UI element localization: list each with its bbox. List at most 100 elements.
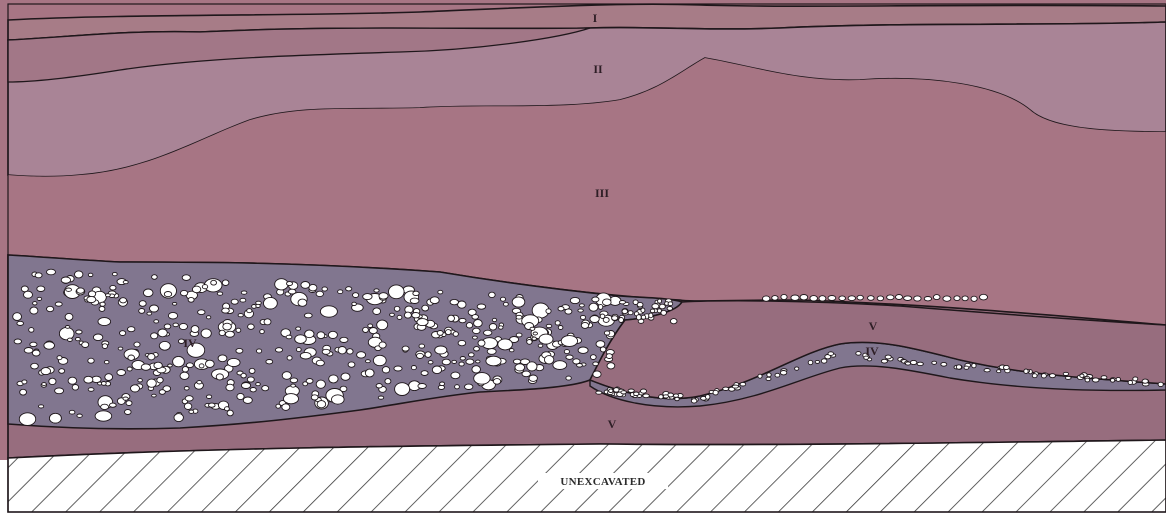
gravel-stone [250, 388, 256, 392]
gravel-stone [41, 368, 51, 375]
gravel-stone [75, 271, 83, 278]
gravel-stone [14, 339, 21, 344]
gravel-stone [357, 352, 366, 358]
gravel-stone [157, 377, 163, 383]
gravel-stone [600, 314, 605, 318]
gravel-stone [607, 363, 615, 369]
gravel-stone [217, 292, 222, 295]
gravel-stone [417, 319, 428, 326]
gravel-stone [240, 298, 246, 302]
gravel-stone [943, 296, 951, 301]
gravel-stone [68, 377, 77, 384]
gravel-stone [473, 328, 481, 333]
gravel-stone [640, 389, 646, 393]
gravel-stone [128, 327, 135, 332]
gravel-stone [421, 371, 428, 376]
gravel-stone [1032, 374, 1037, 378]
gravel-stone [192, 286, 200, 293]
gravel-stone [904, 296, 912, 301]
gravel-stone [580, 304, 585, 307]
gravel-stone [131, 385, 140, 392]
gravel-stone [87, 296, 96, 302]
gravel-stone [1101, 376, 1107, 379]
gravel-stone [109, 403, 116, 407]
gravel-stone [821, 359, 827, 363]
gravel-stone [418, 384, 426, 389]
gravel-stone [286, 335, 292, 339]
gravel-stone [484, 330, 492, 335]
gravel-stone [636, 315, 641, 320]
gravel-stone [430, 297, 439, 304]
gravel-stone [329, 375, 338, 383]
gravel-stone [971, 296, 977, 301]
gravel-stone [619, 301, 625, 304]
gravel-stone [1116, 377, 1120, 381]
gravel-stone [256, 304, 260, 307]
gravel-stone [287, 282, 293, 286]
gravel-stone [61, 277, 70, 283]
gravel-stone [452, 360, 457, 363]
gravel-stone [663, 395, 668, 398]
gravel-stone [168, 312, 177, 319]
gravel-stone [984, 369, 990, 372]
gravel-stone [382, 367, 389, 373]
gravel-stone [77, 414, 82, 417]
gravel-stone [394, 306, 400, 311]
gravel-stone [55, 302, 62, 306]
gravel-stone [489, 324, 496, 331]
gravel-stone [650, 309, 654, 313]
gravel-stone [248, 324, 255, 329]
gravel-stone [558, 326, 563, 330]
gravel-stone [492, 318, 496, 321]
gravel-stone [98, 318, 111, 326]
gravel-stone [353, 293, 359, 298]
gravel-stone [621, 391, 626, 394]
gravel-stone [368, 324, 373, 328]
layer-i-label: I [593, 11, 598, 25]
gravel-stone [459, 318, 466, 322]
gravel-stone [566, 355, 573, 359]
gravel-stone [504, 302, 509, 306]
gravel-stone [428, 361, 433, 364]
gravel-stone [561, 336, 577, 347]
gravel-stone [781, 294, 787, 299]
gravel-stone [363, 294, 372, 300]
gravel-stone [236, 348, 243, 353]
gravel-stone [795, 367, 799, 370]
gravel-stone [577, 364, 583, 368]
gravel-stone [173, 323, 178, 327]
gravel-stone [241, 291, 247, 294]
gravel-stone [622, 309, 628, 314]
gravel-stone [460, 357, 465, 361]
gravel-stone [713, 390, 718, 395]
gravel-stone [13, 313, 22, 321]
gravel-stone [32, 350, 40, 356]
gravel-stone [76, 337, 81, 340]
gravel-stone [438, 290, 443, 294]
gravel-stone [216, 374, 223, 380]
gravel-stone [128, 355, 135, 360]
gravel-stone [185, 396, 193, 401]
gravel-stone [227, 410, 233, 416]
gravel-stone [1085, 378, 1090, 382]
gravel-stone [473, 336, 478, 339]
gravel-stone [516, 333, 522, 337]
gravel-stone [138, 379, 143, 382]
gravel-stone [340, 337, 348, 342]
gravel-stone [30, 342, 37, 346]
gravel-stone [275, 279, 288, 290]
gravel-stone [151, 333, 158, 339]
gravel-stone [202, 285, 207, 289]
gravel-stone [159, 341, 170, 350]
gravel-stone [910, 360, 916, 364]
gravel-stone [453, 332, 458, 337]
gravel-stone [30, 307, 38, 314]
gravel-stone [419, 344, 425, 348]
gravel-stone [933, 295, 940, 300]
gravel-stone [877, 296, 883, 301]
gravel-stone [317, 332, 325, 339]
gravel-stone [592, 297, 599, 302]
gravel-stone [304, 313, 312, 318]
gravel-stone [59, 327, 74, 339]
gravel-stone [95, 411, 112, 421]
